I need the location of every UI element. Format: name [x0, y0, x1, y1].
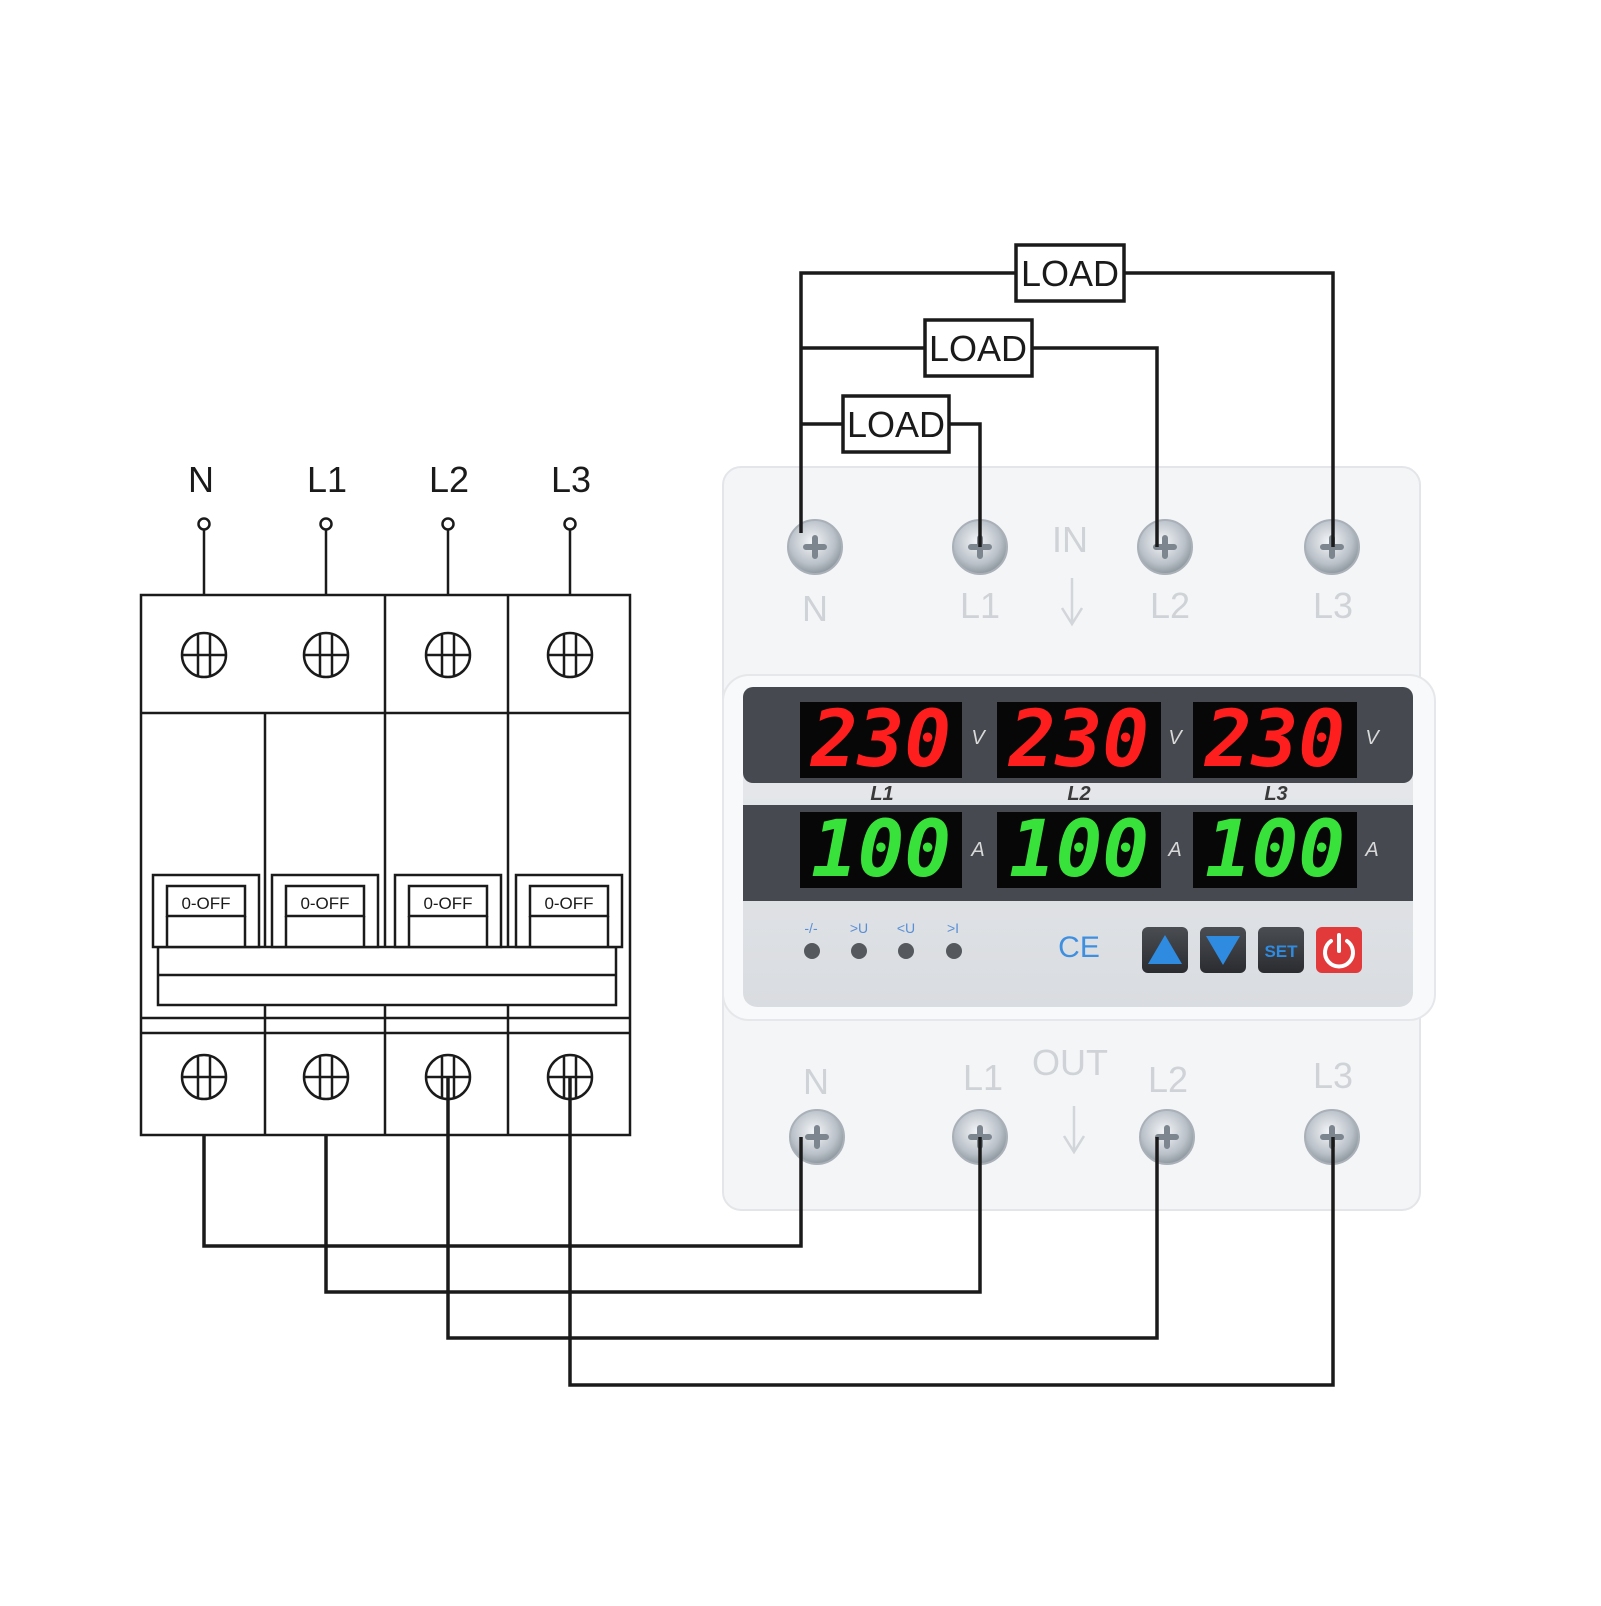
- current-l1: 100: [811, 805, 951, 895]
- status-indicators: -/- >U <U >I: [804, 920, 962, 959]
- switch-label: 0-OFF: [181, 894, 230, 913]
- breaker-bottom-terminals: [180, 1053, 594, 1101]
- indicator-label-3: >I: [947, 920, 959, 936]
- indicator-label-2: <U: [897, 920, 915, 936]
- in-down-arrow-icon: [1060, 578, 1084, 627]
- voltage-unit-l3: V: [1365, 727, 1380, 749]
- phase-label-l1: L1: [870, 783, 893, 805]
- breaker-screw-icon: [302, 1053, 350, 1101]
- indicator-label-1: >U: [850, 920, 868, 936]
- device-out-label-l2: L2: [1148, 1059, 1188, 1100]
- load-box-l2: LOAD: [923, 318, 1034, 378]
- breaker-screw-icon: [302, 631, 350, 679]
- switch-label: 0-OFF: [544, 894, 593, 913]
- source-label-l2: L2: [429, 459, 469, 500]
- load-wiring: [799, 271, 1335, 547]
- breaker-screw-icon: [180, 1053, 228, 1101]
- current-displays: 100 100 100 A A A: [800, 805, 1379, 895]
- breaker-switches: 0-OFF 0-OFF 0-OFF 0-OFF: [151, 873, 624, 949]
- phase-label-l3: L3: [1264, 783, 1287, 805]
- voltage-l1: 230: [809, 695, 951, 785]
- device-in-label-l2: L2: [1150, 585, 1190, 626]
- load-box-l1: LOAD: [841, 394, 951, 454]
- current-l2: 100: [1009, 805, 1149, 895]
- device-in-label-l1: L1: [960, 585, 1000, 626]
- out-label: OUT: [1032, 1042, 1108, 1083]
- device-out-label-n: N: [803, 1061, 829, 1102]
- voltage-l3: 230: [1203, 695, 1345, 785]
- voltage-unit-l1: V: [971, 727, 986, 749]
- device-in-label-n: N: [802, 588, 828, 629]
- indicator-led: [898, 943, 914, 959]
- source-label-n: N: [188, 459, 214, 500]
- breaker-screw-icon: [180, 631, 228, 679]
- breaker-switch-l2[interactable]: 0-OFF: [393, 873, 503, 949]
- load-label-l3: LOAD: [1021, 253, 1119, 294]
- breaker-switch-l3[interactable]: 0-OFF: [514, 873, 624, 949]
- load-label-l2: LOAD: [929, 328, 1027, 369]
- voltage-l2: 230: [1007, 695, 1149, 785]
- terminal-screw-icon: [1139, 1109, 1195, 1165]
- source-terminals: N L1 L2 L3: [188, 459, 591, 655]
- out-down-arrow-icon: [1062, 1106, 1086, 1155]
- control-buttons: SET: [1142, 927, 1362, 973]
- in-label: IN: [1052, 519, 1088, 560]
- power-button[interactable]: [1316, 927, 1362, 973]
- device-out-label-l1: L1: [963, 1057, 1003, 1098]
- down-button[interactable]: [1200, 927, 1246, 973]
- voltage-unit-l2: V: [1168, 727, 1183, 749]
- breaker-top-terminals: [180, 631, 594, 679]
- supply-wiring: [202, 1077, 1335, 1387]
- down-arrow-icon: [1206, 936, 1240, 965]
- indicator-led: [946, 943, 962, 959]
- load-box-l3: LOAD: [1014, 243, 1126, 303]
- circuit-breaker: [139, 593, 632, 1137]
- up-arrow-icon: [1148, 935, 1182, 964]
- current-unit-l1: A: [970, 839, 984, 861]
- switch-label: 0-OFF: [300, 894, 349, 913]
- indicator-led: [851, 943, 867, 959]
- switch-label: 0-OFF: [423, 894, 472, 913]
- terminal-screw-icon: [789, 1109, 845, 1165]
- device-flow-labels: IN OUT: [1032, 519, 1108, 1155]
- breaker-screw-icon: [546, 631, 594, 679]
- device-out-label-l3: L3: [1313, 1055, 1353, 1096]
- load-label-l1: LOAD: [847, 404, 945, 445]
- terminal-screw-icon: [787, 519, 843, 575]
- breaker-switch-l1[interactable]: 0-OFF: [270, 873, 380, 949]
- source-label-l3: L3: [551, 459, 591, 500]
- indicator-led: [804, 943, 820, 959]
- up-button[interactable]: [1142, 927, 1188, 973]
- current-unit-l3: A: [1364, 839, 1378, 861]
- current-unit-l2: A: [1167, 839, 1181, 861]
- current-l3: 100: [1205, 805, 1345, 895]
- terminal-screw-icon: [1137, 519, 1193, 575]
- device-bottom-terminal-labels: N L1 L2 L3: [803, 1055, 1353, 1102]
- power-icon: [1323, 933, 1355, 969]
- breaker-screw-icon: [424, 631, 472, 679]
- indicator-label-0: -/-: [804, 920, 818, 936]
- device-top-terminal-labels: N L1 L2 L3: [802, 585, 1353, 629]
- phase-labels: L1 L2 L3: [870, 783, 1287, 805]
- source-label-l1: L1: [307, 459, 347, 500]
- breaker-switch-n[interactable]: 0-OFF: [151, 873, 261, 949]
- ce-mark: CE: [1058, 931, 1100, 964]
- voltage-displays: 230 230 230 V V V: [800, 695, 1380, 785]
- set-button-label: SET: [1264, 942, 1298, 961]
- device-in-label-l3: L3: [1313, 585, 1353, 626]
- set-button[interactable]: SET: [1258, 927, 1304, 973]
- phase-label-l2: L2: [1067, 783, 1090, 805]
